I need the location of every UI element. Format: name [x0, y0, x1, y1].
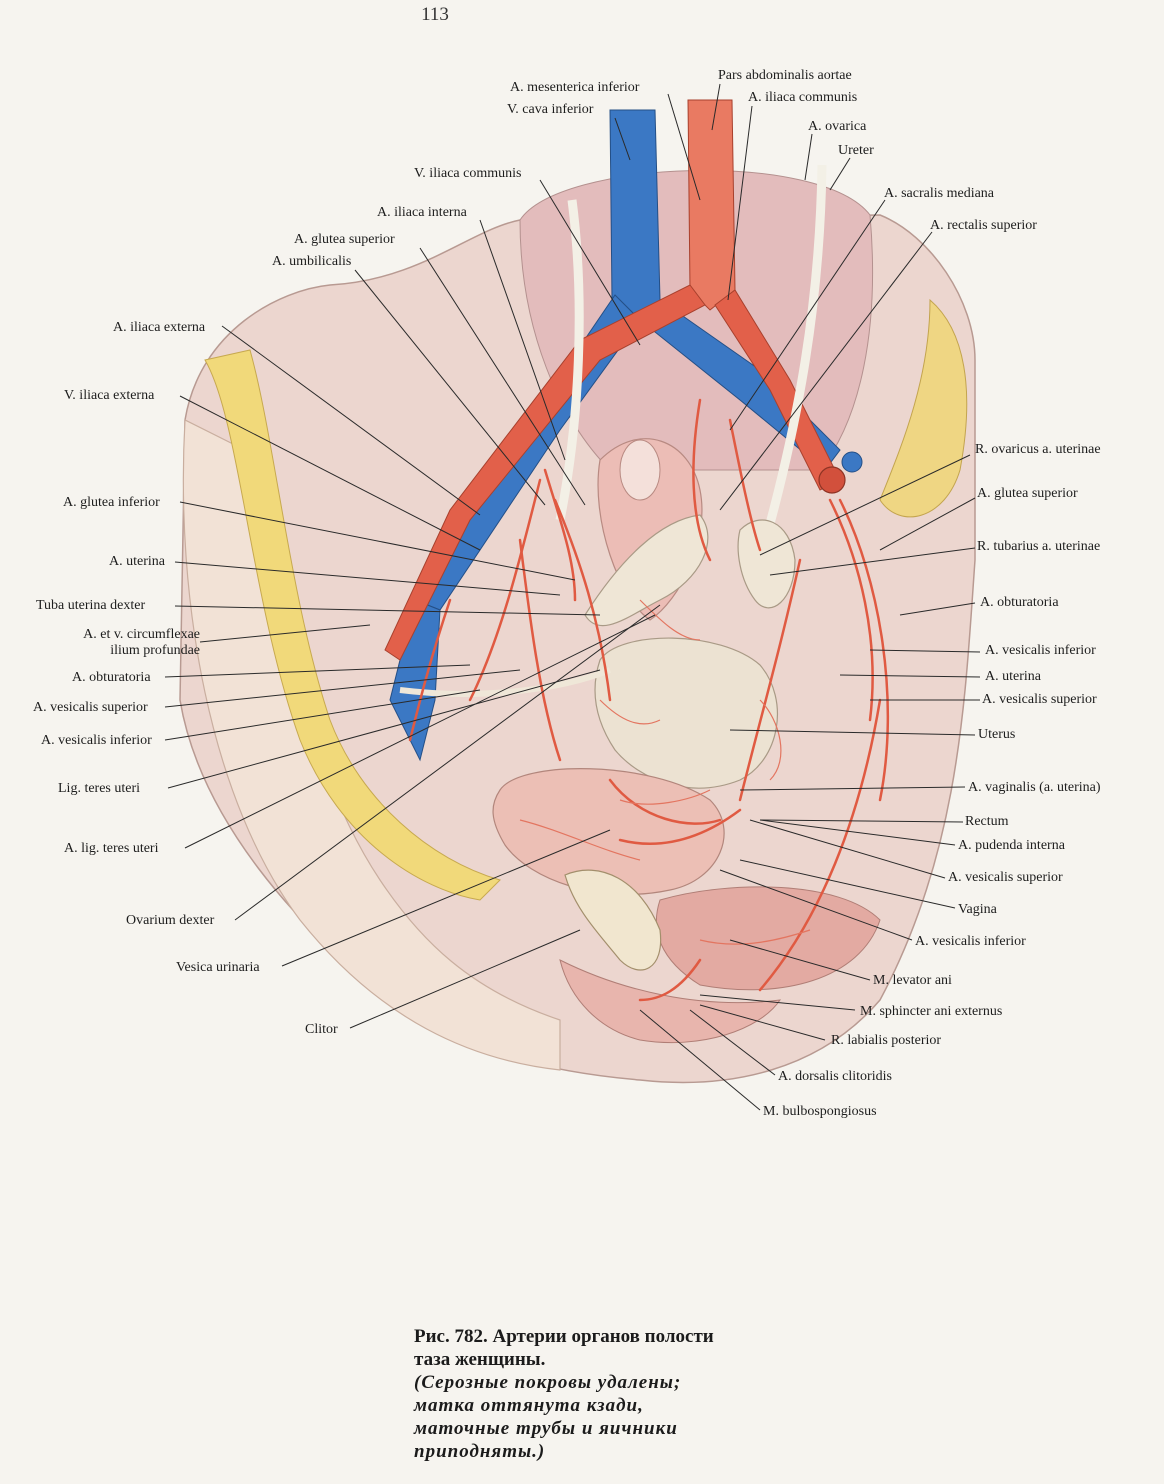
- label-ureter: Ureter: [838, 143, 874, 158]
- caption-note-line2: матка оттянута кзади,: [414, 1395, 644, 1416]
- label-v-iliaca-externa: V. iliaca externa: [64, 388, 155, 403]
- vessel-cut-right: [818, 466, 846, 494]
- label-a-sacralis-mediana: A. sacralis mediana: [884, 186, 995, 201]
- label-v-iliaca-communis: V. iliaca communis: [414, 166, 522, 181]
- label-rectum: Rectum: [965, 814, 1009, 829]
- ureter-right-vessel: [755, 164, 827, 562]
- arterial-branches: [408, 398, 890, 1002]
- label-circumflexae-line1: A. et v. circumflexae: [83, 627, 200, 642]
- label-a-vesicalis-inferior-left: A. vesicalis inferior: [41, 733, 152, 748]
- vulva-region: [559, 959, 782, 1044]
- aorta: [687, 99, 736, 311]
- label-a-umbilicalis: A. umbilicalis: [272, 254, 352, 269]
- label-a-vesicalis-superior-left: A. vesicalis superior: [33, 700, 148, 715]
- label-a-vesicalis-inferior-right2: A. vesicalis inferior: [915, 934, 1026, 949]
- caption-title-line1: Рис. 782. Артерии органов полости: [414, 1326, 714, 1347]
- label-vagina: Vagina: [958, 902, 997, 917]
- label-a-iliaca-interna: A. iliaca interna: [377, 205, 467, 220]
- caption-note-line4: приподняты.): [414, 1441, 546, 1462]
- page-number: 113: [421, 4, 449, 25]
- label-mesenterica-inferior: A. mesenterica inferior: [510, 80, 640, 95]
- vein-cut-right: [841, 451, 863, 473]
- label-m-bulbospongiosus: M. bulbospongiosus: [763, 1104, 877, 1119]
- label-ovarium-dexter: Ovarium dexter: [126, 913, 215, 928]
- lig-teres-organ: [399, 667, 612, 697]
- label-lig-teres-uteri: Lig. teres uteri: [58, 781, 141, 796]
- label-a-uterina-right: A. uterina: [985, 669, 1041, 684]
- label-a-vaginalis: A. vaginalis (a. uterina): [968, 780, 1101, 795]
- label-a-lig-teres-uteri: A. lig. teres uteri: [64, 841, 159, 856]
- label-a-pudenda-interna: A. pudenda interna: [958, 838, 1065, 853]
- bladder-organ: [492, 768, 725, 896]
- label-a-obturatoria-right: A. obturatoria: [980, 595, 1059, 610]
- label-a-ovarica: A. ovarica: [808, 119, 867, 134]
- ovarium-organ: [737, 519, 796, 609]
- fine-branches: [519, 599, 811, 945]
- leader-lines: [164, 83, 981, 1111]
- label-uterus: Uterus: [978, 727, 1016, 742]
- pelvic-bone-left: [204, 349, 501, 901]
- label-clitor: Clitor: [305, 1022, 338, 1037]
- rectum-lumen: [619, 439, 661, 501]
- label-a-vesicalis-superior-right1: A. vesicalis superior: [982, 692, 1097, 707]
- label-a-glutea-superior-right: A. glutea superior: [977, 486, 1078, 501]
- label-circumflexae-line2: ilium profundae: [110, 643, 200, 658]
- label-a-iliaca-communis: A. iliaca communis: [748, 90, 858, 105]
- label-a-dorsalis-clitoridis: A. dorsalis clitoridis: [778, 1069, 892, 1084]
- caption-note-line1: (Серозные покровы удалены;: [414, 1372, 682, 1393]
- label-tuba-uterina-dexter: Tuba uterina dexter: [36, 598, 146, 613]
- caption-note-line3: маточные трубы и яичники: [414, 1418, 678, 1439]
- label-r-ovaricus-a-uterinae: R. ovaricus a. uterinae: [975, 442, 1101, 457]
- label-a-vesicalis-superior-right2: A. vesicalis superior: [948, 870, 1063, 885]
- label-a-obturatoria-left: A. obturatoria: [72, 670, 151, 685]
- levator-ani-organ: [655, 886, 881, 991]
- label-a-vesicalis-inferior-right1: A. vesicalis inferior: [985, 643, 1096, 658]
- label-a-iliaca-externa: A. iliaca externa: [113, 320, 206, 335]
- label-r-tubarius-a-uterinae: R. tubarius a. uterinae: [977, 539, 1101, 554]
- label-v-cava-inferior: V. cava inferior: [507, 102, 594, 117]
- label-a-glutea-inferior: A. glutea inferior: [63, 495, 160, 510]
- label-a-uterina-left: A. uterina: [109, 554, 165, 569]
- figure-caption: Рис. 782. Артерии органов полости таза ж…: [414, 1325, 834, 1463]
- label-r-labialis-posterior: R. labialis posterior: [831, 1033, 942, 1048]
- caption-title-line2: таза женщины.: [414, 1349, 546, 1370]
- pelvic-bone-right: [879, 298, 968, 518]
- clitoris-organ: [564, 869, 662, 971]
- label-a-rectalis-superior: A. rectalis superior: [930, 218, 1037, 233]
- label-a-glutea-superior-left: A. glutea superior: [294, 232, 395, 247]
- label-pars-abdominalis-aortae: Pars abdominalis aortae: [718, 68, 852, 83]
- label-vesica-urinaria: Vesica urinaria: [176, 960, 260, 975]
- label-m-levator-ani: M. levator ani: [873, 973, 952, 988]
- label-m-sphincter-ani-externus: M. sphincter ani externus: [860, 1004, 1003, 1019]
- a-iliaca-communis-left-vessel: [384, 284, 706, 661]
